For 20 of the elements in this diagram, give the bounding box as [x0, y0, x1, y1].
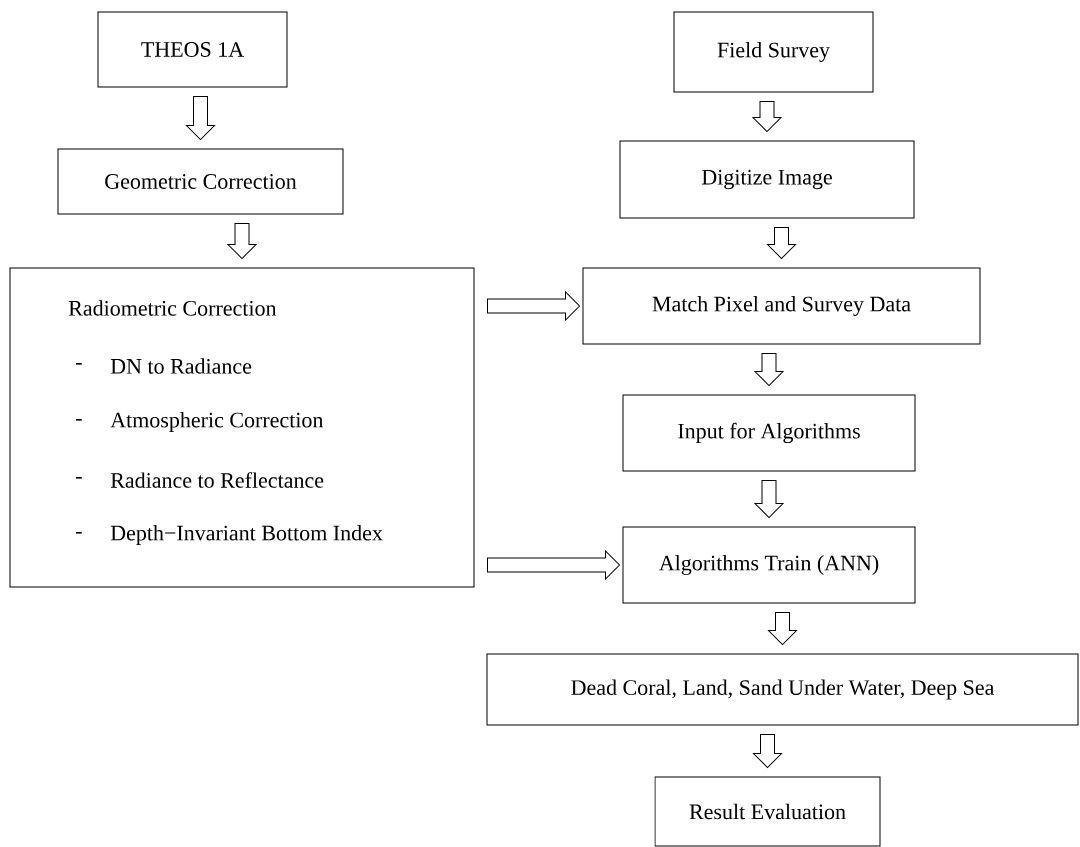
hollow-arrow [227, 223, 257, 259]
process-box: Algorithms Train (ANN) [622, 526, 916, 604]
hollow-arrow [487, 550, 620, 580]
process-box: Digitize Image [619, 140, 915, 219]
hollow-arrow [753, 734, 782, 768]
hollow-arrow [767, 227, 796, 259]
hollow-arrow [487, 291, 580, 321]
hollow-arrow [754, 353, 784, 386]
process-box: Radiometric Correction - DN to Radiance - Atmospheric Correction - Radiance to Reflectance - Depth−Invariant Bottom Index [9, 267, 475, 588]
process-box: Input for Algorithms [622, 394, 916, 472]
hollow-arrow [186, 96, 215, 140]
process-box: Match Pixel and Survey Data [582, 267, 981, 345]
process-box: Field Survey [673, 11, 874, 93]
process-box: Result Evaluation [654, 776, 881, 847]
hollow-arrow [754, 480, 784, 518]
process-box: Geometric Correction [57, 148, 344, 215]
hollow-arrow [768, 612, 797, 645]
process-box: THEOS 1A [97, 11, 288, 88]
hollow-arrow [752, 101, 782, 132]
process-box: Dead Coral, Land, Sand Under Water, Deep Sea [486, 653, 1079, 726]
